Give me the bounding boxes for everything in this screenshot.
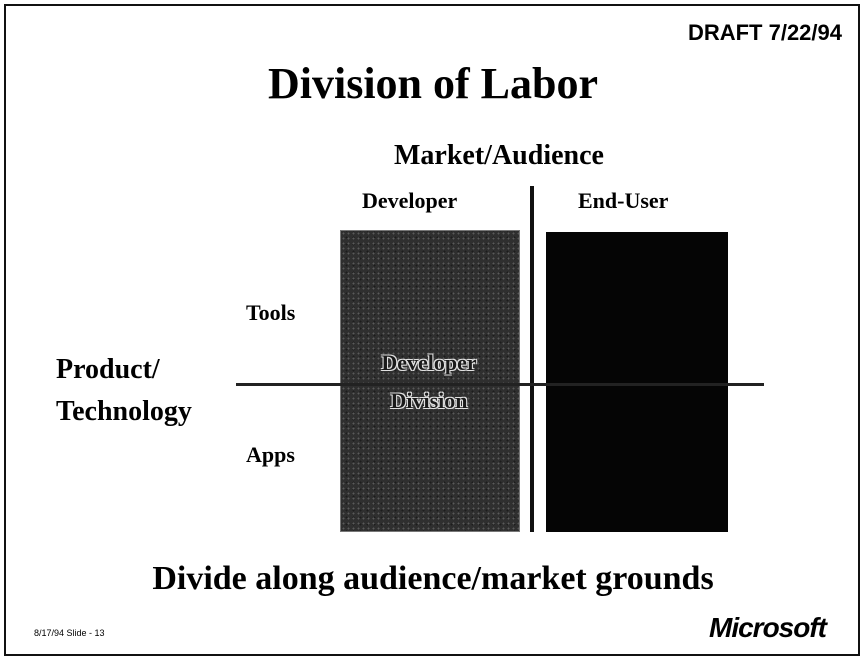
microsoft-logo: Microsoft	[709, 612, 827, 643]
vertical-divider	[530, 186, 534, 532]
column-label-end-user: End-User	[578, 188, 669, 213]
row-label-apps: Apps	[246, 442, 295, 467]
slide-footer: 8/17/94 Slide - 13	[34, 628, 105, 638]
horizontal-divider	[236, 383, 764, 386]
slide-frame	[4, 4, 860, 656]
product-axis-label-line-2: Technology	[56, 396, 192, 427]
end-user-box	[546, 232, 728, 532]
box-label-line-1: Developer	[381, 350, 477, 375]
market-axis-label: Market/Audience	[394, 140, 604, 171]
slide-subtitle: Divide along audience/market grounds	[152, 560, 714, 597]
draft-stamp: DRAFT 7/22/94	[687, 20, 842, 45]
box-label-line-2: Division	[390, 388, 468, 413]
developer-division-box	[340, 230, 520, 532]
slide-title: Division of Labor	[267, 59, 599, 108]
row-label-tools: Tools	[246, 300, 296, 325]
product-axis-label-line-1: Product/	[56, 354, 160, 385]
column-label-developer: Developer	[362, 188, 458, 213]
